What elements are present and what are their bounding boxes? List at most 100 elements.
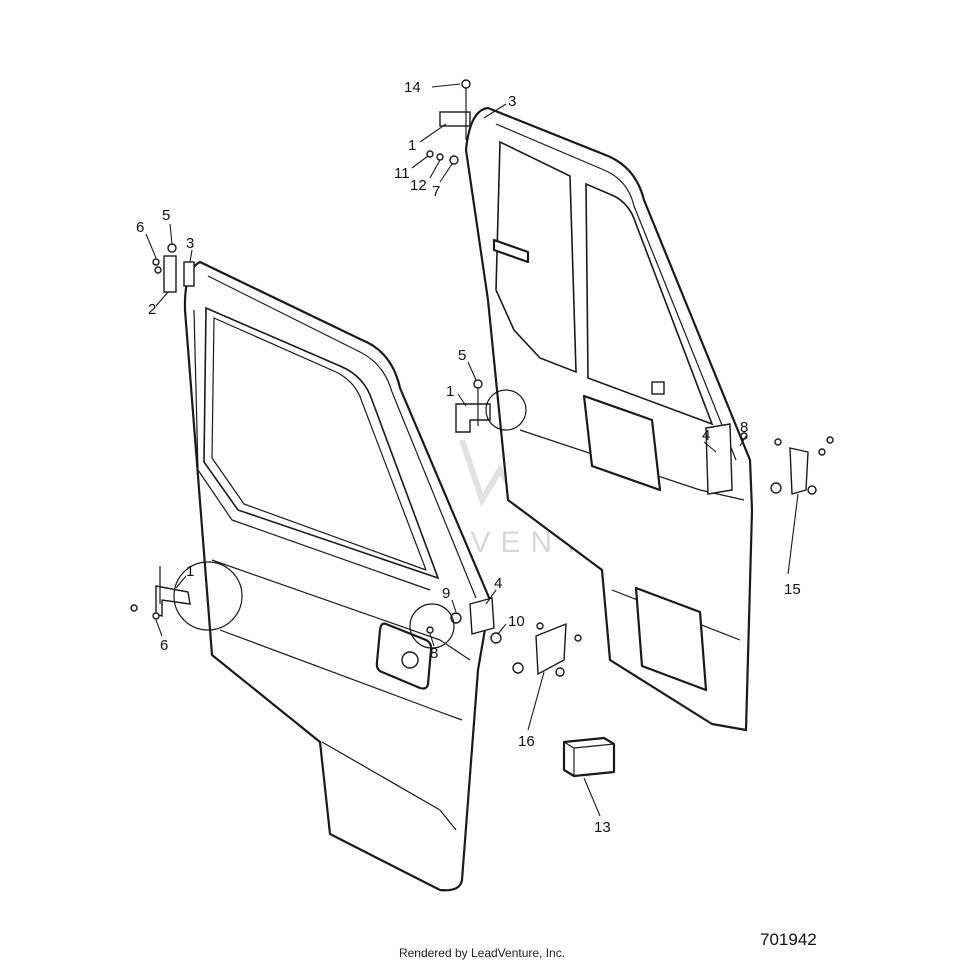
leader-10 [497,623,507,635]
leader-1-top [419,123,447,143]
hinge-plate-2 [163,255,177,293]
right-door-crease-1 [519,429,745,501]
hinge-mid [455,379,491,433]
hinge-plate-top [439,111,471,127]
left-door-frame-inner [193,309,431,591]
latch-bracket-16 [512,622,582,677]
callout-12: 12 [410,177,427,194]
callout-6-low: 6 [160,637,168,654]
callout-5-up: 5 [162,207,170,224]
bracket-16 [535,622,567,676]
washer-5-upper [167,243,177,253]
callout-9: 9 [442,585,450,602]
leader-14 [431,83,461,88]
screw-15-b [818,448,826,456]
hinge-upper-left [152,243,195,293]
callout-13: 13 [594,819,611,836]
callout-4-right: 4 [702,427,710,444]
callout-3-left: 3 [186,235,194,252]
callout-1-top: 1 [408,137,416,154]
leader-11 [411,155,429,169]
right-door-pocket [634,586,708,692]
screw-6-upper-b [154,266,162,274]
bracket-15 [789,447,809,495]
detail-circle-striker [409,603,455,649]
left-door-lock-cylinder [401,651,419,669]
callout-5-mid: 5 [458,347,466,364]
right-door-upper-hinge-bracket [492,238,530,264]
leader-3-left [189,249,193,263]
callout-2: 2 [148,301,156,318]
screw-15-c [826,436,834,444]
part-13 [562,736,616,778]
washer-12 [436,153,444,161]
leader-15 [787,493,799,575]
callout-11: 11 [394,165,410,182]
leader-16 [527,671,545,731]
detail-circle-mid-hinge [485,389,527,431]
left-door-frame-edge [207,275,477,599]
left-door-crease-3 [321,741,457,831]
screw-15-a [774,438,782,446]
leader-2 [155,291,169,307]
hinge-top-right [426,79,471,165]
callout-3-top: 3 [508,93,516,110]
leader-5-up [169,223,173,245]
striker-right [705,423,748,495]
bolt-16 [512,662,524,674]
leader-1-mid [457,393,467,407]
hinge-bracket-1-mid [455,403,491,433]
striker-plate-4-left [469,597,495,635]
screw-16-b [574,634,582,642]
callout-10: 10 [508,613,525,630]
leader-8-left [429,633,435,647]
leader-6-low [155,619,163,637]
right-door-handle [582,394,662,492]
left-door-window-seal [211,317,427,571]
hinge-bracket-1-low [155,585,191,617]
callout-15: 15 [784,581,801,598]
callout-7: 7 [432,183,440,200]
leader-3-top [483,103,507,119]
left-door-crease-1 [211,559,471,661]
washer-14 [461,79,471,89]
leader-1-low [175,575,187,589]
rendered-by-footer: Rendered by LeadVenture, Inc. [398,946,566,960]
latch-bracket-15 [770,436,834,495]
left-door-crease-2 [219,629,463,721]
screw-6-low-b [152,612,160,620]
leader-12 [429,159,441,179]
callout-14: 14 [404,79,421,96]
bolt-15 [770,482,782,494]
part-13-edges [563,741,615,776]
leader-4-right [703,441,717,453]
detail-circle-lower-hinge [173,561,243,631]
screw-16-a [536,622,544,630]
screw-8-left [426,626,434,634]
hinge-lower-left [130,566,191,620]
callout-1-low: 1 [186,563,194,580]
striker-plate-4-right [705,423,733,495]
right-door-rear-glass [585,182,714,426]
washer-5-mid [473,379,483,389]
hinge-leaf-3 [183,261,195,287]
right-door [464,106,754,732]
callout-4-left: 4 [494,575,502,592]
screw-6-low-a [130,604,138,612]
leader-13 [583,777,601,817]
right-door-front-glass [495,140,577,374]
leader-7 [439,163,453,183]
leader-5-mid [467,361,477,381]
nut-15 [807,485,817,495]
callout-8-right: 8 [740,419,748,436]
leader-8-right [739,435,747,447]
callout-6-up: 6 [136,219,144,236]
nut-16 [555,667,565,677]
callout-1-mid: 1 [446,383,454,400]
striker-left [426,597,502,644]
leader-6-up [145,233,157,259]
right-door-latch [651,381,665,395]
part-13-box [562,736,616,778]
